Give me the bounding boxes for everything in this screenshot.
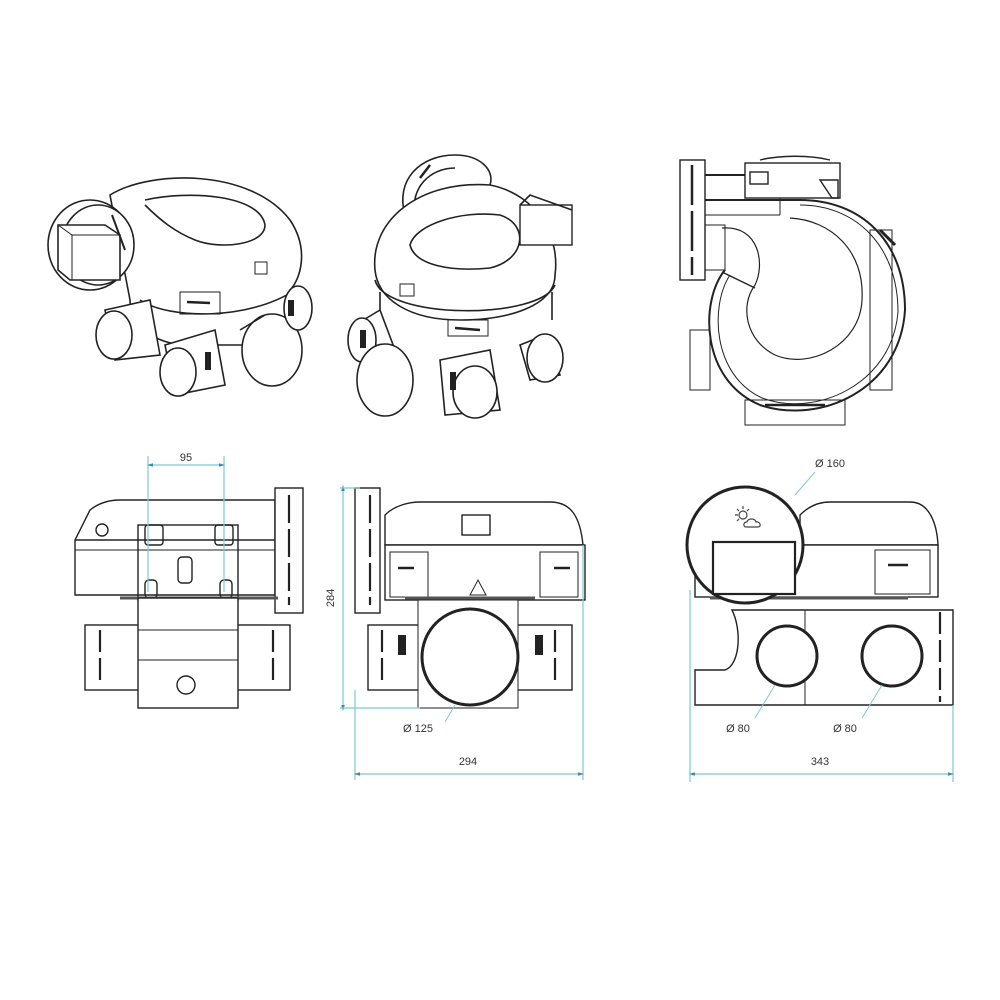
- dim-label-95: 95: [180, 452, 192, 464]
- sun-cloud-icon: [735, 506, 761, 528]
- dim-label-dia-160: Ø 160: [815, 458, 845, 470]
- dimension-rear: Ø 160 Ø 80 Ø 80 343: [689, 458, 954, 782]
- dim-label-dia-80-left: Ø 80: [726, 723, 750, 735]
- front-view: [354, 487, 586, 709]
- dim-label-284: 284: [325, 589, 337, 607]
- dimension-front: 284 294 Ø 125: [325, 485, 584, 780]
- iso-view-right: [347, 154, 573, 419]
- dim-label-dia-80-right: Ø 80: [833, 723, 857, 735]
- rear-view: [685, 485, 954, 706]
- side-view: [74, 487, 304, 709]
- dim-label-dia-125: Ø 125: [403, 723, 433, 735]
- dim-label-343: 343: [811, 756, 829, 768]
- top-view: [679, 155, 907, 426]
- iso-view-left: [47, 177, 313, 397]
- dimension-side-width: 95: [147, 452, 225, 592]
- dim-label-294: 294: [459, 756, 477, 768]
